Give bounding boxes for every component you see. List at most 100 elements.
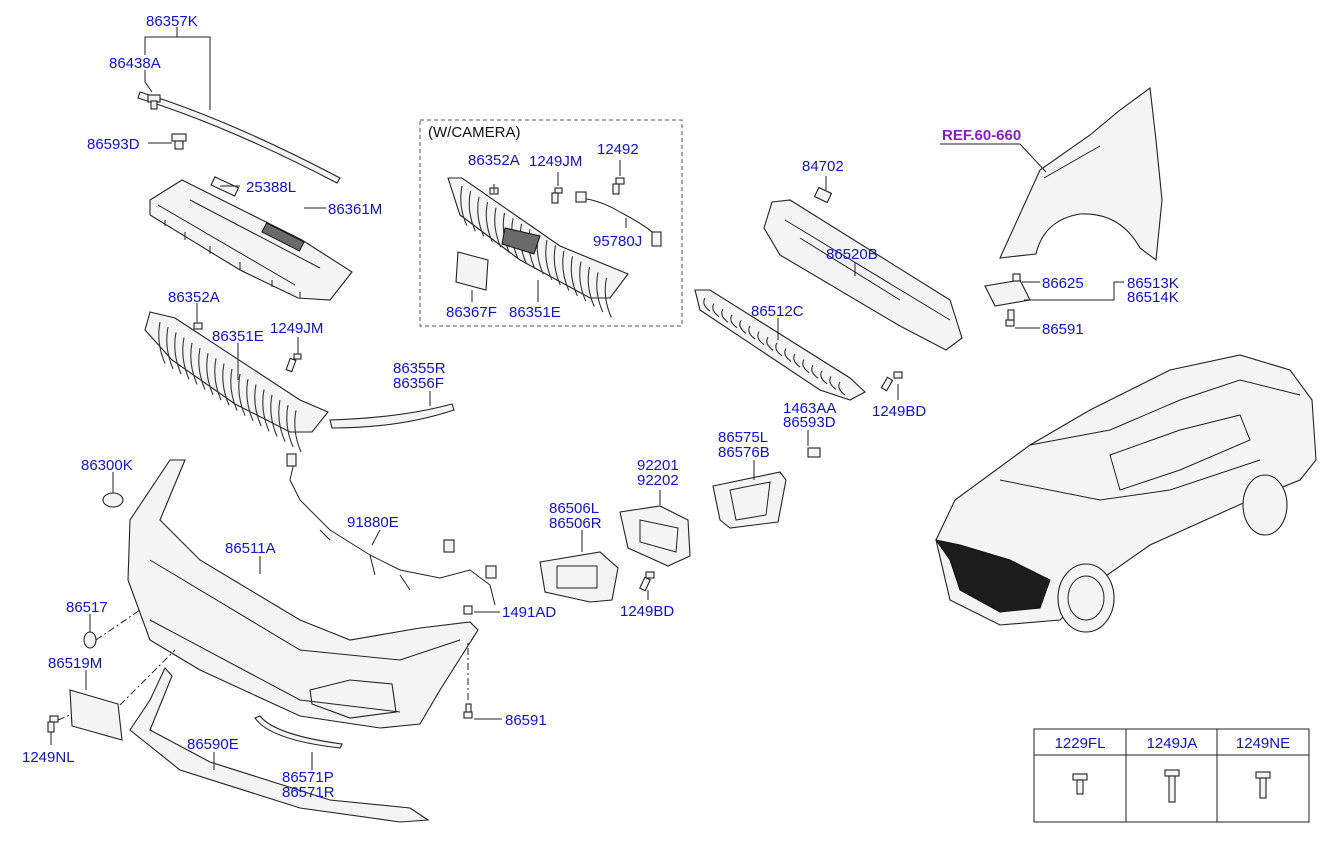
emblem-part[interactable] [102,492,124,508]
legend-col-1229FL[interactable]: 1229FL [1055,735,1106,752]
label-86506R[interactable]: 86506R [549,515,602,532]
trim-strip-part[interactable] [137,91,341,184]
cam-bolt-part[interactable] [612,177,625,195]
cover-fastener-part[interactable] [807,447,821,458]
bumper-harness-part[interactable] [286,453,497,606]
label-86438A[interactable]: 86438A [109,55,161,72]
label-86514K[interactable]: 86514K [1127,289,1179,306]
fender-bolt-part[interactable] [1005,309,1015,327]
label-86351E-left[interactable]: 86351E [212,328,264,345]
label-1249NL[interactable]: 1249NL [22,749,75,766]
label-1463AA[interactable]: 1463AA [783,400,836,417]
license-plate-bracket-part[interactable] [69,689,123,741]
label-86511A[interactable]: 86511A [225,540,276,557]
label-86571R[interactable]: 86571R [282,784,335,801]
ref-60-660-link[interactable]: REF.60-660 [942,127,1021,144]
label-91880E[interactable]: 91880E [347,514,399,531]
label-1249BD-mid[interactable]: 1249BD [620,603,674,620]
grille-slat [766,336,774,351]
label-25388L[interactable]: 25388L [246,179,296,196]
legend-col-1249NE[interactable]: 1249NE [1236,735,1290,752]
label-95780J[interactable]: 95780J [593,233,642,250]
fastener-legend-table: 1229FL 1249JA 1249NE [1033,728,1310,823]
cam-screw-part[interactable] [551,187,563,204]
radiator-grille-camera[interactable] [447,177,629,318]
grille-slat [286,405,294,448]
plate-screw-part[interactable] [47,715,59,733]
label-86356F[interactable]: 86356F [393,375,444,392]
camera-harness-part[interactable] [575,191,662,247]
grille-slat [198,347,206,390]
label-1249BD-top[interactable]: 1249BD [872,403,926,420]
label-86351E-cam[interactable]: 86351E [509,304,561,321]
screw-1249JA-icon [1164,769,1180,803]
label-86576B[interactable]: 86576B [718,444,770,461]
grille-screw-part[interactable] [285,353,302,373]
grille-tag-part[interactable] [193,322,203,330]
label-84702[interactable]: 84702 [802,158,844,175]
label-86519M[interactable]: 86519M [48,655,102,672]
label-86367F[interactable]: 86367F [446,304,497,321]
camera-variant-box [419,119,683,327]
bracket-84702-part[interactable] [813,186,833,204]
label-86520B[interactable]: 86520B [826,246,878,263]
grille-slat [262,389,270,432]
lower-lip-spoiler-part[interactable] [129,667,430,823]
label-1249JM-left[interactable]: 1249JM [270,320,323,337]
fender-part[interactable] [999,86,1163,262]
lower-garnish-part[interactable] [254,715,343,749]
bezel-bolt-part[interactable] [639,571,655,592]
foglamp-cover-part[interactable] [712,471,787,529]
bracket-clip-part[interactable] [1012,273,1021,282]
label-86352A-left[interactable]: 86352A [168,289,220,306]
harness-clip-part[interactable] [463,605,473,615]
grille-slat [477,196,485,237]
label-92202[interactable]: 92202 [637,472,679,489]
lower-grille-bar-part[interactable] [694,289,866,401]
label-86352A-cam[interactable]: 86352A [468,152,520,169]
fog-bezel-part[interactable] [539,551,619,603]
vehicle-illustration [934,354,1317,633]
grille-slat [166,327,174,370]
grille-garnish-part[interactable] [329,403,455,429]
label-86357K[interactable]: 86357K [146,13,198,30]
fog-lamp-part[interactable] [619,505,691,567]
energy-absorber-part[interactable] [763,199,963,351]
bumper-screw-part[interactable] [463,703,473,719]
label-86300K[interactable]: 86300K [81,457,133,474]
label-86590E[interactable]: 86590E [187,736,239,753]
label-12492[interactable]: 12492 [597,141,639,158]
clip-part[interactable] [147,94,161,110]
label-86593D-top[interactable]: 86593D [87,136,140,153]
label-86571P[interactable]: 86571P [282,769,334,786]
bumper-clip-part[interactable] [83,631,97,649]
upper-cover-part[interactable] [149,176,353,301]
upper-trim-strip-group [137,27,353,301]
front-bumper-part[interactable] [127,459,479,729]
label-86593D-mid[interactable]: 86593D [783,414,836,431]
label-86591-right[interactable]: 86591 [1042,321,1084,338]
label-86355R[interactable]: 86355R [393,360,446,377]
label-86361M[interactable]: 86361M [328,201,382,218]
camera-cover-part[interactable] [455,251,489,291]
grille-slat [703,297,711,312]
label-86506L[interactable]: 86506L [549,500,599,517]
label-1249JM-cam[interactable]: 1249JM [529,153,582,170]
grille-slat [811,364,819,379]
label-86513K[interactable]: 86513K [1127,275,1179,292]
label-86575L[interactable]: 86575L [718,429,768,446]
label-92201[interactable]: 92201 [637,457,679,474]
legend-col-1249JA[interactable]: 1249JA [1147,735,1198,752]
grille-slat [254,384,262,427]
label-86625[interactable]: 86625 [1042,275,1084,292]
bar-bolt-part[interactable] [880,371,903,392]
label-1491AD[interactable]: 1491AD [502,604,556,621]
fastener-top-part[interactable] [171,133,187,150]
label-86591-low[interactable]: 86591 [505,712,547,729]
grille-slat [294,410,302,453]
label-86517[interactable]: 86517 [66,599,108,616]
fender-bracket-part[interactable] [984,279,1031,307]
grille-slat [182,337,190,380]
label-86512C[interactable]: 86512C [751,303,804,320]
grille-slat [793,353,801,368]
